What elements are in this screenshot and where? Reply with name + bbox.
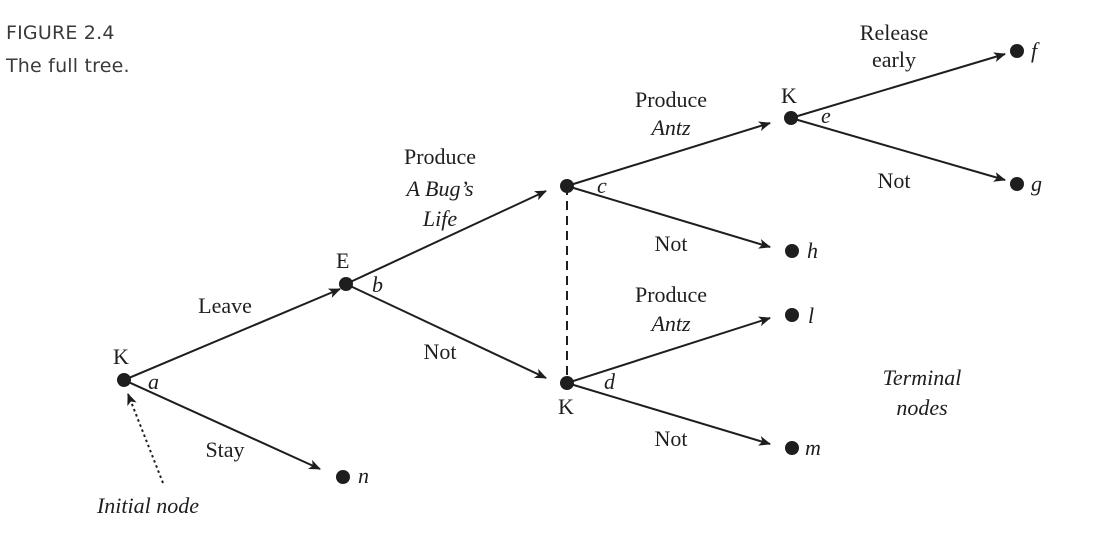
- edge-label-antz-d: Antz: [649, 311, 691, 336]
- player-label-b: E: [336, 248, 349, 273]
- terminal-nodes-annotation-1: Terminal: [883, 365, 962, 390]
- edge-not-e: [790, 117, 1006, 182]
- edge-stay: [123, 379, 321, 470]
- node-e: [784, 111, 798, 125]
- player-label-a: K: [113, 344, 129, 369]
- edge-not-d: [566, 382, 771, 446]
- terminal-node-l: [785, 308, 799, 322]
- edge-label-not-c: Not: [655, 231, 688, 256]
- edge-label-early: early: [872, 47, 916, 72]
- terminal-name-f: f: [1031, 38, 1040, 63]
- edge-label-not-d: Not: [655, 426, 688, 451]
- edge-label-antz-c: Antz: [649, 115, 691, 140]
- node-d: [560, 376, 574, 390]
- terminal-name-l: l: [808, 303, 814, 328]
- edge-label-produce-d: Produce: [635, 282, 707, 307]
- initial-node-annotation: Initial node: [96, 493, 199, 518]
- edge-label-release: Release: [860, 20, 928, 45]
- node-c: [560, 179, 574, 193]
- player-label-e: K: [781, 83, 797, 108]
- edge-label-not-e: Not: [878, 168, 911, 193]
- terminal-name-n: n: [358, 463, 369, 488]
- terminal-nodes-annotation-2: nodes: [896, 395, 947, 420]
- player-label-d: K: [558, 394, 574, 419]
- edge-label-leave: Leave: [198, 293, 252, 318]
- figure-caption: The full tree.: [6, 55, 130, 77]
- terminal-node-h: [785, 244, 799, 258]
- figure-label: FIGURE 2.4: [6, 22, 115, 44]
- node-name-d: d: [604, 369, 616, 394]
- edge-label-bugs-life-1: A Bug’s: [404, 176, 473, 201]
- edge-label-not-b: Not: [424, 339, 457, 364]
- edge-release-early: [790, 52, 1006, 119]
- terminal-name-h: h: [807, 238, 818, 263]
- terminal-name-g: g: [1031, 171, 1042, 196]
- edge-produce-bugs-life: [345, 190, 547, 285]
- edge-label-produce-c: Produce: [635, 87, 707, 112]
- edge-label-produce: Produce: [404, 144, 476, 169]
- initial-node-pointer: [127, 393, 164, 484]
- node-a: [117, 373, 131, 387]
- node-b: [339, 277, 353, 291]
- edge-not-b: [345, 283, 547, 379]
- node-name-c: c: [597, 173, 607, 198]
- edge-produce-antz-c: [566, 121, 771, 187]
- terminal-node-n: [336, 470, 350, 484]
- terminal-node-f: [1010, 44, 1024, 58]
- edge-label-bugs-life-2: Life: [422, 206, 457, 231]
- edge-produce-antz-d: [566, 316, 771, 384]
- node-name-a: a: [148, 369, 159, 394]
- edge-leave: [123, 288, 341, 381]
- terminal-node-g: [1010, 177, 1024, 191]
- edge-label-stay: Stay: [205, 437, 244, 462]
- terminal-node-m: [785, 441, 799, 455]
- edge-not-c: [566, 185, 771, 249]
- node-name-b: b: [372, 272, 383, 297]
- node-name-e: e: [821, 103, 831, 128]
- terminal-name-m: m: [805, 435, 821, 460]
